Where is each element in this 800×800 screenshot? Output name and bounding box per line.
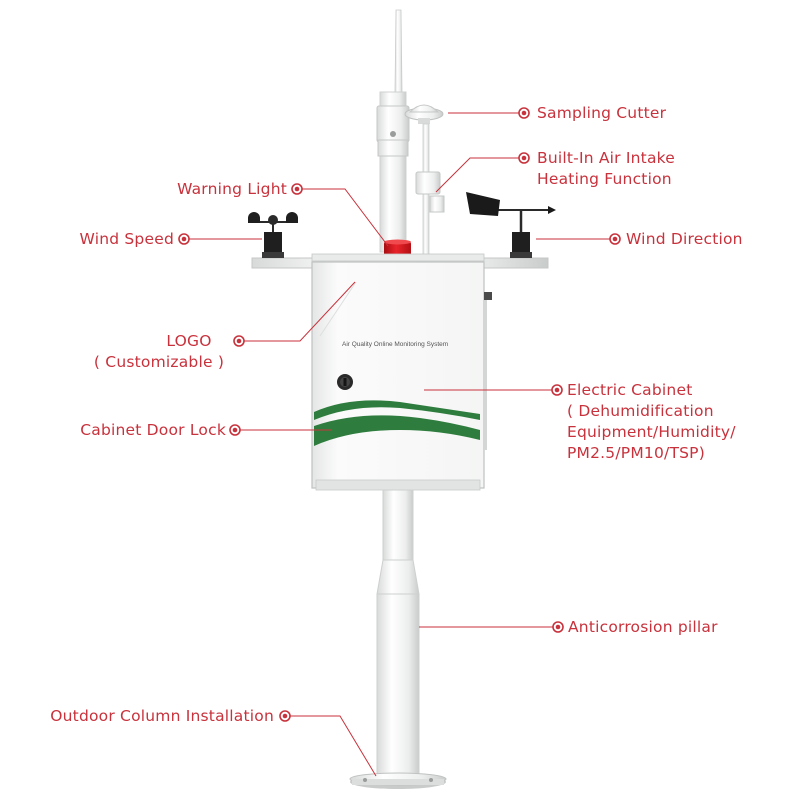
- dot-wind-speed: [178, 233, 190, 245]
- label-installation: Outdoor Column Installation: [50, 706, 274, 727]
- label-line: LOGO: [166, 332, 212, 350]
- wind-speed-sensor: [248, 212, 298, 258]
- label-pillar: Anticorrosion pillar: [568, 617, 718, 638]
- label-line: Cabinet Door Lock: [80, 421, 226, 439]
- label-line: ( Customizable ): [93, 353, 225, 371]
- cabinet-system-name: Air Quality Online Monitoring System: [342, 341, 448, 348]
- wind-direction-sensor: [466, 192, 556, 258]
- label-line: Anticorrosion pillar: [568, 618, 718, 636]
- label-line: Heating Function: [537, 170, 672, 188]
- label-sampling-cutter: Sampling Cutter: [537, 103, 666, 124]
- label-line: Electric Cabinet: [567, 381, 693, 399]
- dot-sampling-cutter: [518, 107, 530, 119]
- dot-pillar: [552, 621, 564, 633]
- label-door-lock: Cabinet Door Lock: [80, 420, 226, 441]
- label-line: PM2.5/PM10/TSP): [567, 444, 705, 462]
- base-flange: [349, 772, 447, 789]
- label-line: Built-In Air Intake: [537, 149, 676, 167]
- door-lock: [337, 374, 353, 390]
- label-electric-cabinet: Electric Cabinet ( Dehumidification Equi…: [567, 380, 736, 464]
- dot-wind-direction: [609, 233, 621, 245]
- label-line: Warning Light: [177, 180, 287, 198]
- dot-logo: [233, 335, 245, 347]
- label-air-intake: Built-In Air Intake Heating Function: [537, 148, 675, 190]
- label-warning-light: Warning Light: [177, 179, 287, 200]
- dot-warning-light: [291, 183, 303, 195]
- label-line: ( Dehumidification: [567, 402, 714, 420]
- label-wind-direction: Wind Direction: [626, 229, 743, 250]
- callout-dots: [178, 107, 621, 722]
- sampling-cutter: [404, 104, 444, 124]
- logo-band: [314, 400, 480, 446]
- label-line: Wind Direction: [626, 230, 743, 248]
- upper-mast: [376, 91, 410, 253]
- dot-door-lock: [229, 424, 241, 436]
- dot-electric-cabinet: [551, 384, 563, 396]
- label-line: Outdoor Column Installation: [50, 707, 274, 725]
- label-wind-speed: Wind Speed: [80, 229, 174, 250]
- label-line: Wind Speed: [79, 230, 174, 248]
- dot-installation: [279, 710, 291, 722]
- label-line: Sampling Cutter: [537, 104, 667, 122]
- callout-lines: [188, 112, 611, 777]
- anticorrosion-pillar: [376, 489, 420, 781]
- antenna: [394, 9, 403, 93]
- sampling-tube: [415, 123, 445, 257]
- dot-air-intake: [518, 152, 530, 164]
- electric-cabinet: Air Quality Online Monitoring System: [311, 261, 492, 491]
- label-logo: LOGO ( Customizable ): [86, 331, 232, 373]
- label-line: Equipment/Humidity/: [567, 423, 736, 441]
